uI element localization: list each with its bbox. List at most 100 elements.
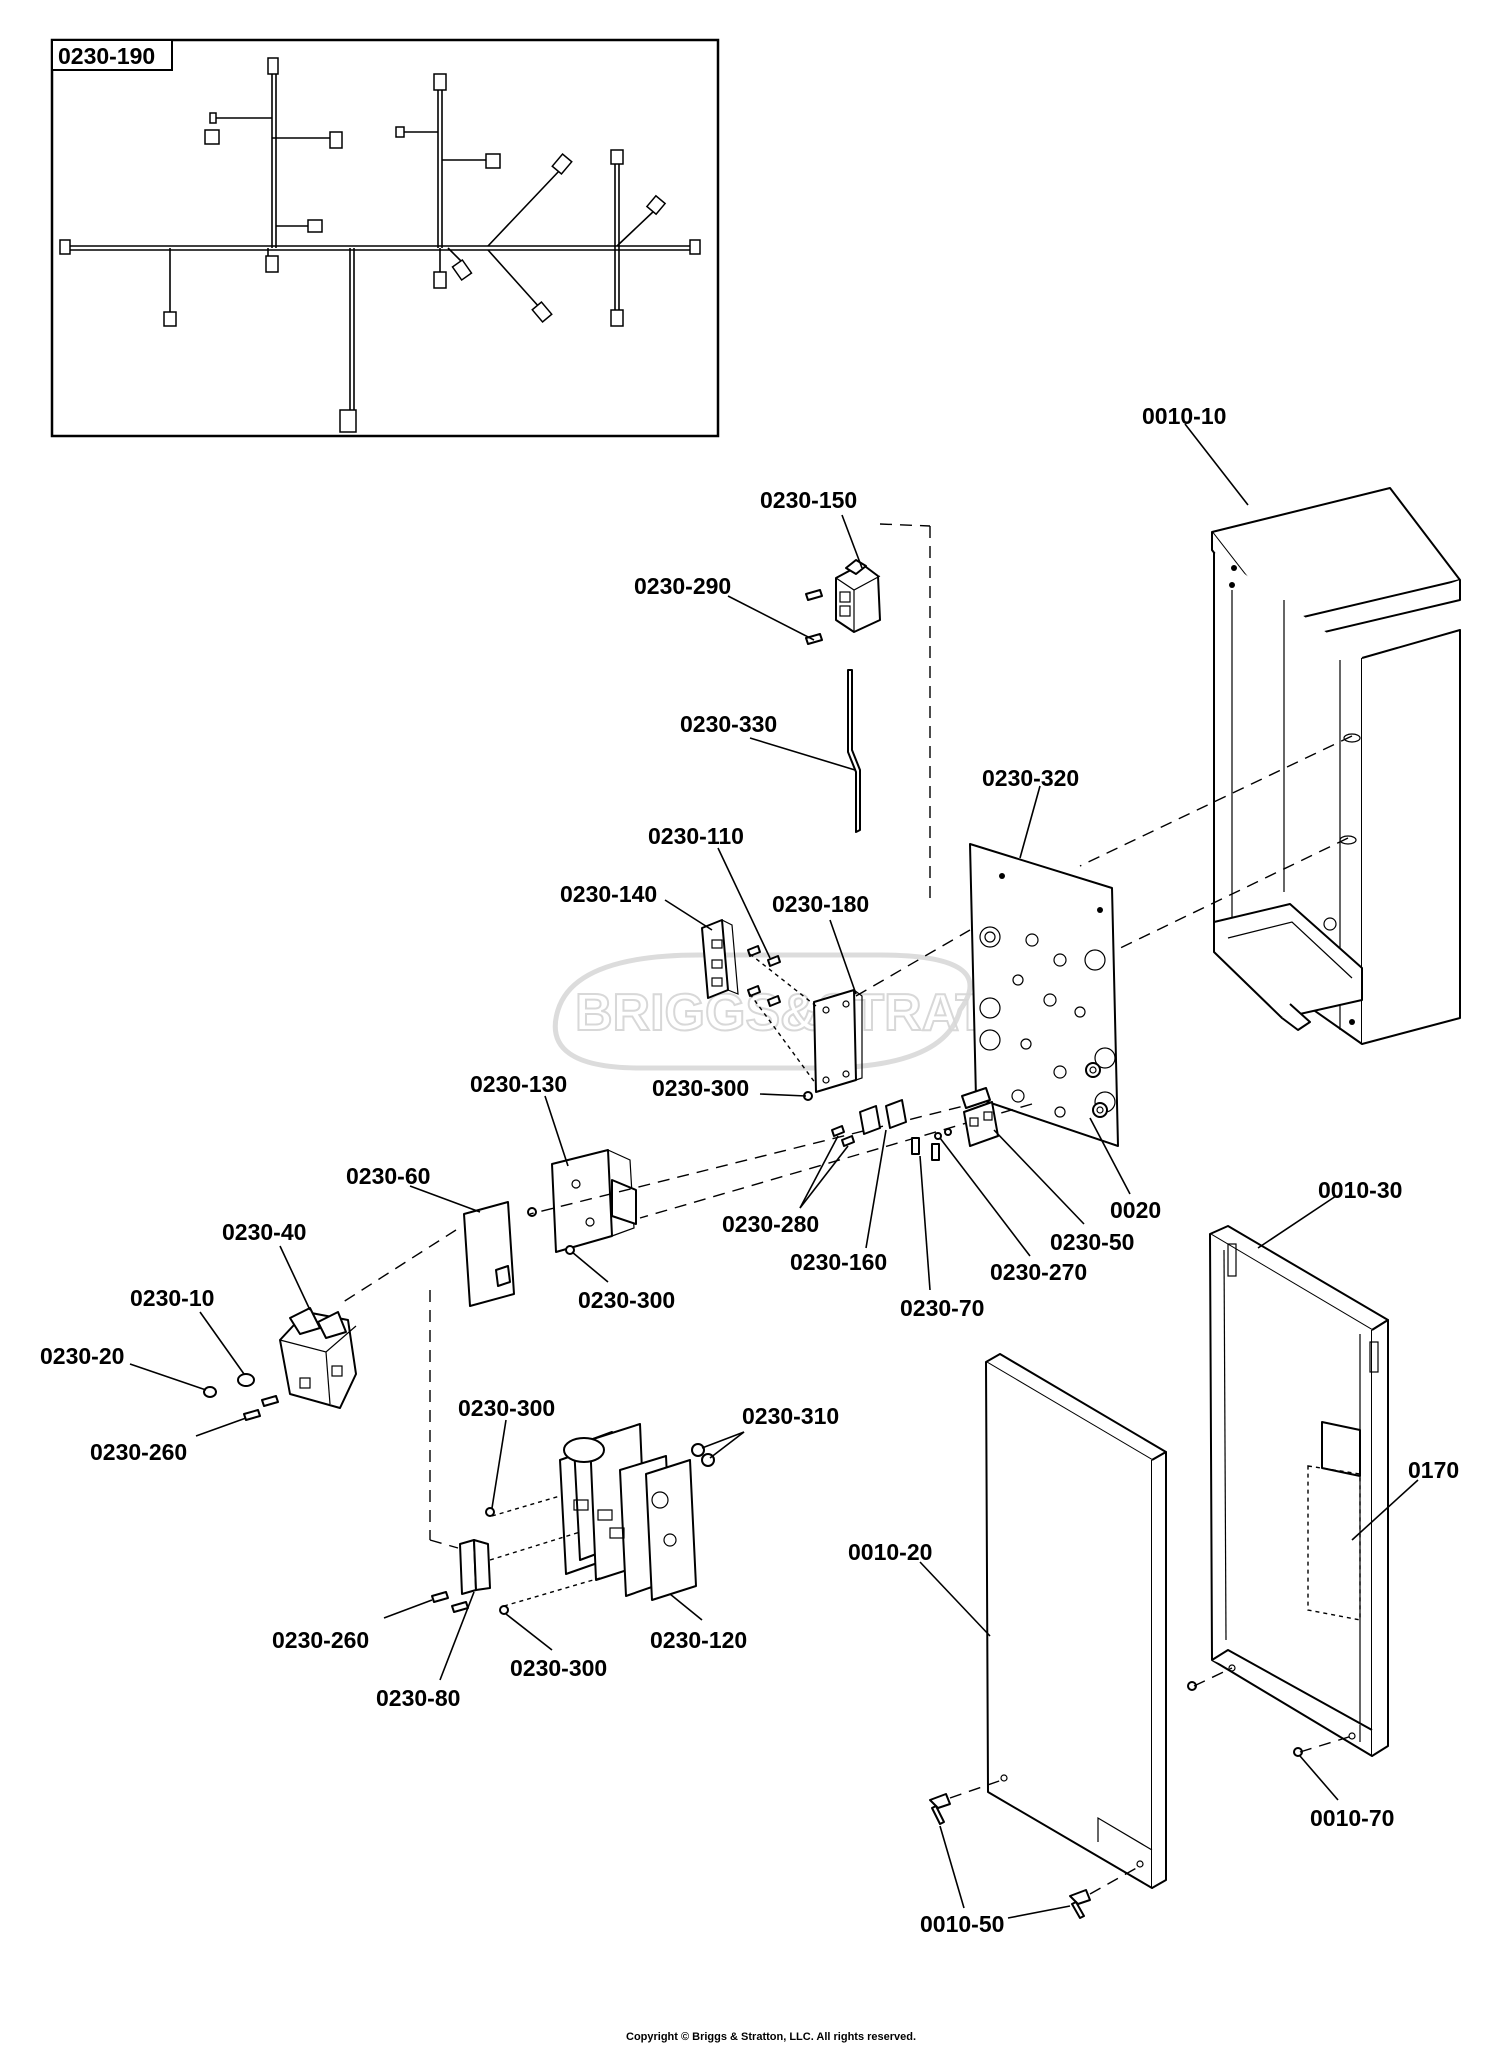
callout-0230-70: 0230-70 bbox=[900, 1295, 984, 1321]
callout-0230-60: 0230-60 bbox=[346, 1163, 430, 1189]
alignment-line bbox=[503, 1577, 601, 1607]
callout-0230-300-d: 0230-300 bbox=[510, 1655, 607, 1681]
leader-0010-20 bbox=[919, 1561, 991, 1637]
callout-0230-110: 0230-110 bbox=[648, 823, 744, 849]
callout-0230-120: 0230-120 bbox=[650, 1627, 747, 1653]
leader-0230-270 bbox=[939, 1137, 1031, 1257]
standoffs-0230-110 bbox=[747, 945, 781, 1007]
callout-0230-330: 0230-330 bbox=[680, 711, 777, 737]
contactor-0230-40 bbox=[279, 1307, 357, 1409]
bracket-0230-80 bbox=[459, 1539, 491, 1595]
callout-0230-40: 0230-40 bbox=[222, 1219, 306, 1245]
leader-0010-30 bbox=[1257, 1195, 1337, 1249]
thumbscrews-0010-50 bbox=[929, 1793, 1091, 1919]
callout-0230-10: 0230-10 bbox=[130, 1285, 214, 1311]
callout-0230-130: 0230-130 bbox=[470, 1071, 567, 1097]
fuses-0230-70 bbox=[911, 1137, 940, 1161]
leader-0020 bbox=[1089, 1117, 1131, 1195]
washer-0230-10 bbox=[237, 1373, 255, 1387]
callout-0230-140: 0230-140 bbox=[560, 881, 657, 907]
leader-0230-40 bbox=[279, 1245, 311, 1311]
bracket-0230-130 bbox=[551, 1149, 637, 1253]
relay-assembly-0230-120 bbox=[559, 1423, 697, 1601]
callout-0010-70: 0010-70 bbox=[1310, 1805, 1394, 1831]
screws-0230-270 bbox=[934, 1128, 952, 1140]
leader-0230-180 bbox=[829, 919, 857, 995]
callout-0010-30: 0010-30 bbox=[1318, 1177, 1402, 1203]
alignment-line bbox=[429, 1539, 459, 1549]
callout-0170: 0170 bbox=[1408, 1457, 1459, 1483]
callout-0010-10: 0010-10 bbox=[1142, 403, 1226, 429]
callout-0230-50: 0230-50 bbox=[1050, 1229, 1134, 1255]
wire-harness-0230-190 bbox=[59, 57, 701, 433]
callout-0230-280: 0230-280 bbox=[722, 1211, 819, 1237]
leader-0230-330 bbox=[749, 737, 856, 771]
leader-0230-290 bbox=[727, 595, 815, 641]
leader-0010-10 bbox=[1184, 423, 1249, 506]
callout-0230-290: 0230-290 bbox=[634, 573, 731, 599]
alignment-line bbox=[879, 523, 931, 527]
callout-0230-160: 0230-160 bbox=[790, 1249, 887, 1275]
leader-0230-310 bbox=[701, 1431, 745, 1449]
leader-0230-260-b bbox=[383, 1599, 433, 1619]
callout-0230-150: 0230-150 bbox=[760, 487, 857, 513]
leader-line bbox=[709, 1431, 745, 1459]
leader-0170 bbox=[1351, 1479, 1419, 1541]
relay-0230-150 bbox=[835, 559, 881, 633]
callout-0020: 0020 bbox=[1110, 1197, 1161, 1223]
plate-0230-180 bbox=[813, 989, 863, 1093]
leader-0230-110 bbox=[717, 847, 771, 959]
leader-0230-140 bbox=[664, 899, 713, 931]
alignment-line bbox=[949, 1779, 1003, 1799]
alignment-line bbox=[1111, 837, 1349, 953]
callout-0230-270: 0230-270 bbox=[990, 1259, 1087, 1285]
leader-0230-60 bbox=[409, 1185, 481, 1213]
callout-0230-320: 0230-320 bbox=[982, 765, 1079, 791]
door-0010-30 bbox=[1209, 1225, 1389, 1757]
leader-0230-260-a bbox=[195, 1417, 247, 1437]
callout-0230-260-b: 0230-260 bbox=[272, 1627, 369, 1653]
fasteners-0020 bbox=[1085, 1062, 1108, 1118]
plate-0230-60 bbox=[463, 1201, 515, 1307]
mounting-plate-0230-320 bbox=[969, 843, 1119, 1147]
alignment-line bbox=[491, 1495, 561, 1517]
callout-0230-20: 0230-20 bbox=[40, 1343, 124, 1369]
alignment-line bbox=[855, 929, 971, 997]
screws-0230-260-a bbox=[243, 1395, 279, 1421]
fuse-block-0230-160 bbox=[859, 1099, 907, 1135]
leader-0010-70 bbox=[1299, 1755, 1339, 1801]
leader-0230-300-b bbox=[571, 1251, 609, 1283]
leader-0230-320 bbox=[1019, 785, 1041, 859]
screw-0230-20 bbox=[203, 1386, 217, 1398]
callout-0230-310: 0230-310 bbox=[742, 1403, 839, 1429]
callout-0230-300-c: 0230-300 bbox=[458, 1395, 555, 1421]
screw-0230-300-d bbox=[499, 1605, 509, 1615]
callout-0010-50: 0010-50 bbox=[920, 1911, 1004, 1937]
leader-0230-20 bbox=[129, 1363, 207, 1391]
leader-0230-10 bbox=[199, 1311, 245, 1375]
leader-0230-300-a bbox=[759, 1093, 807, 1097]
alignment-line bbox=[1089, 1865, 1141, 1895]
leader-0230-160 bbox=[865, 1129, 887, 1249]
callout-0230-300-a: 0230-300 bbox=[652, 1075, 749, 1101]
callout-0230-190: 0230-190 bbox=[58, 43, 155, 69]
screws-0230-290 bbox=[805, 589, 823, 645]
alignment-line bbox=[1079, 735, 1353, 867]
leader-0230-150 bbox=[841, 514, 863, 569]
enclosure-0010-10 bbox=[1211, 487, 1461, 1045]
leader-line bbox=[1007, 1905, 1071, 1919]
leader-0230-300-d bbox=[505, 1613, 553, 1651]
leader-0230-280 bbox=[799, 1135, 839, 1209]
alignment-line bbox=[749, 993, 817, 1085]
alignment-line bbox=[339, 1229, 457, 1305]
screws-0010-70 bbox=[1187, 1681, 1303, 1757]
callout-0230-80: 0230-80 bbox=[376, 1685, 460, 1711]
rod-0230-330 bbox=[847, 669, 861, 833]
callout-0230-260-a: 0230-260 bbox=[90, 1439, 187, 1465]
copyright-footer: Copyright © Briggs & Stratton, LLC. All … bbox=[626, 2031, 916, 2043]
screws-0230-260-b bbox=[431, 1591, 469, 1613]
leader-0230-120 bbox=[669, 1593, 703, 1621]
leader-0010-50 bbox=[939, 1825, 965, 1909]
leader-line bbox=[799, 1145, 849, 1209]
